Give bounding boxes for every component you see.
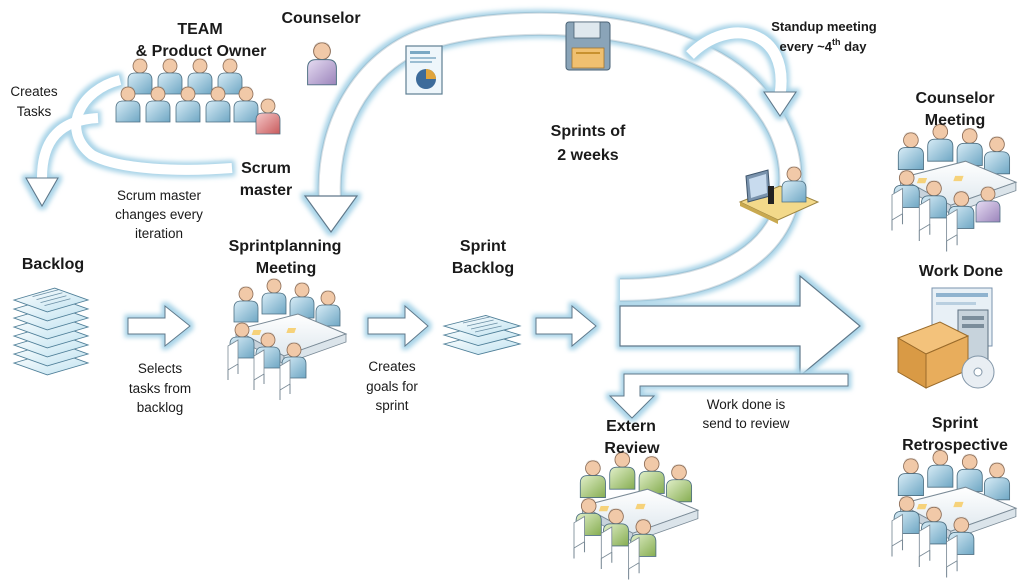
big-arrow-to-deliverables — [619, 274, 861, 378]
arrow-sprint-backlog-to-sprint — [535, 304, 597, 348]
scrum-master-label-1: Scrum — [241, 160, 291, 177]
sprintplanning-meeting-icon — [227, 277, 348, 401]
standup-label-2: every ~4th day — [780, 37, 868, 54]
backlog-stack-icon — [12, 287, 90, 376]
arrow-backlog-to-planning — [127, 304, 191, 348]
selects-label-3: backlog — [137, 400, 184, 415]
counselor-icon — [307, 40, 337, 86]
work-done-review-label-1: Work done is — [707, 397, 786, 412]
sprints-of-label-2: 2 weeks — [557, 147, 618, 164]
arrow-planning-to-sprint-backlog — [367, 304, 429, 348]
team-loop-arrow — [25, 75, 233, 208]
report-chart-icon — [405, 45, 443, 95]
scrum-changes-label-3: iteration — [135, 226, 183, 241]
counselor-meeting-icon — [891, 122, 1018, 253]
sprint-retrospective-icon — [891, 448, 1018, 579]
selects-label-1: Selects — [138, 361, 183, 376]
sprint-loop-arrow — [303, 11, 803, 302]
team-group-icon — [115, 57, 281, 135]
product-owner-label: & Product Owner — [136, 43, 267, 60]
sprint-backlog-stack-icon — [442, 315, 522, 355]
backlog-label: Backlog — [22, 256, 84, 273]
standup-label-1: Standup meeting — [771, 19, 877, 34]
counselor-meeting-label-2: Meeting — [925, 112, 985, 129]
selects-label-2: tasks from — [129, 381, 191, 396]
scrum-changes-label-1: Scrum master — [117, 188, 202, 203]
extern-review-label-2: Review — [604, 440, 660, 457]
standup-desk-icon — [738, 165, 820, 224]
work-done-icon — [896, 287, 995, 389]
sprints-of-label-1: Sprints of — [551, 123, 626, 140]
extern-review-label-1: Extern — [606, 418, 656, 435]
standup-loop-arrow — [686, 27, 798, 117]
creates-goals-label-3: sprint — [375, 398, 408, 413]
creates-goals-label-2: goals for — [366, 379, 418, 394]
team-label: TEAM — [177, 21, 222, 38]
arrow-to-extern-review — [608, 373, 849, 419]
scrum-master-label-2: master — [240, 182, 292, 199]
floppy-disk-icon — [565, 21, 611, 71]
counselor-meeting-label-1: Counselor — [915, 90, 994, 107]
scrum-changes-label-2: changes every — [115, 207, 203, 222]
work-done-label: Work Done — [919, 263, 1003, 280]
retro-label-2: Retrospective — [902, 437, 1008, 454]
sprint-backlog-label-2: Backlog — [452, 260, 514, 277]
creates-tasks-label-2: Tasks — [17, 104, 52, 119]
work-done-review-label-2: send to review — [702, 416, 789, 431]
retro-label-1: Sprint — [932, 415, 979, 432]
sprint-backlog-label-1: Sprint — [460, 238, 507, 255]
sprintplanning-label-1: Sprintplanning — [229, 238, 342, 255]
counselor-label: Counselor — [281, 10, 360, 27]
creates-tasks-label-1: Creates — [10, 84, 58, 99]
extern-review-meeting-icon — [573, 450, 700, 581]
creates-goals-label-1: Creates — [368, 359, 416, 374]
sprintplanning-label-2: Meeting — [256, 260, 316, 277]
